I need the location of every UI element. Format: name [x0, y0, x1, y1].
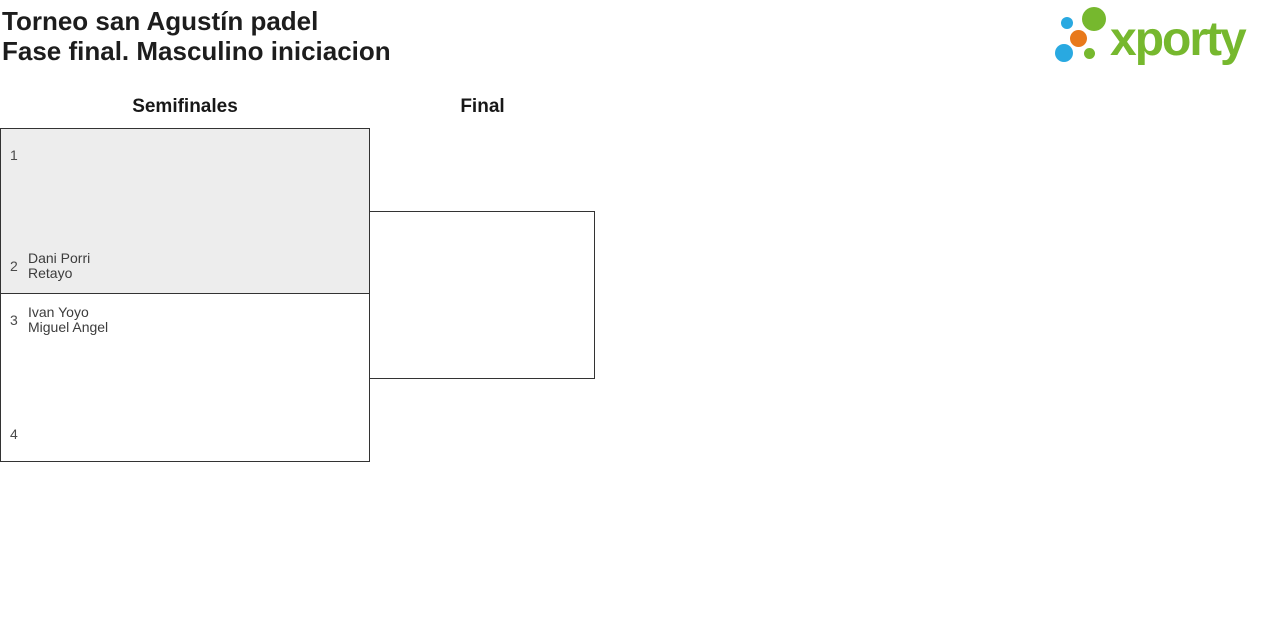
logo-dot-green-big-icon [1082, 7, 1106, 31]
player-name: Miguel Angel [28, 319, 109, 335]
match-final[interactable] [369, 211, 595, 379]
match-semifinal-1[interactable]: 1 2 Dani Porri Retayo [0, 128, 370, 294]
slot-number: 3 [10, 312, 18, 328]
slot-number: 1 [10, 147, 18, 163]
team-slot-3: 3 Ivan Yoyo Miguel Angel [10, 305, 361, 335]
logo-dot-blue-small-icon [1061, 17, 1073, 29]
player-name: Ivan Yoyo [28, 304, 89, 320]
match-semifinal-2[interactable]: 3 Ivan Yoyo Miguel Angel 4 [0, 293, 370, 462]
round-header-semifinales: Semifinales [132, 96, 238, 117]
round-header-final: Final [460, 96, 505, 117]
team-slot-2: 2 Dani Porri Retayo [10, 251, 361, 281]
logo-wordmark: xporty [1110, 13, 1247, 66]
team-names: Dani Porri Retayo [28, 251, 90, 281]
logo-dot-green-small-icon [1084, 48, 1095, 59]
player-name: Retayo [28, 265, 73, 281]
page-title: Torneo san Agustín padel Fase final. Mas… [2, 6, 391, 66]
phase-name: Fase final. Masculino iniciacion [2, 36, 391, 66]
slot-number: 2 [10, 258, 18, 274]
xporty-logo[interactable]: xporty [1050, 0, 1280, 72]
slot-number: 4 [10, 426, 18, 442]
player-name: Dani Porri [28, 250, 91, 266]
team-slot-4: 4 [10, 419, 361, 449]
logo-dot-blue-big-icon [1055, 44, 1073, 62]
team-slot-1: 1 [10, 140, 361, 170]
tournament-name: Torneo san Agustín padel [2, 6, 319, 36]
team-names: Ivan Yoyo Miguel Angel [28, 305, 108, 335]
logo-dot-orange-icon [1070, 30, 1087, 47]
